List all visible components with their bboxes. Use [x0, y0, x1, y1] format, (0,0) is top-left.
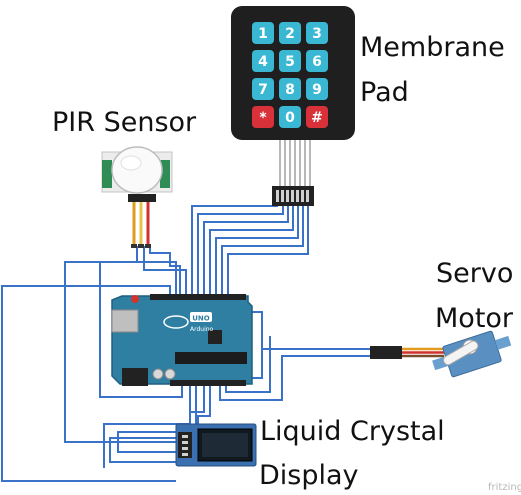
keypad-key-7: 7: [252, 78, 274, 100]
arduino-logo-icon: [163, 315, 189, 329]
arduino-capacitor-2: [164, 368, 176, 380]
pir-sensor-label: PIR Sensor: [52, 107, 197, 138]
pir-wire-1: [99, 246, 183, 398]
membrane-pad-label-line1: Membrane: [360, 32, 505, 63]
arduino-power-jack: [122, 368, 148, 386]
keypad-key-star: *: [252, 106, 274, 128]
keypad-wire-2: [197, 206, 284, 296]
keypad-key-label: 7: [258, 82, 268, 98]
keypad-key-label: 0: [285, 110, 295, 126]
keypad-key-label: 9: [312, 82, 322, 98]
keypad-wire-5: [215, 206, 299, 296]
pir-dome: [111, 146, 163, 194]
pir-wire-3: [149, 246, 181, 296]
lcd-display: [175, 423, 257, 467]
keypad-key-label: 3: [312, 26, 322, 42]
keypad-key-hash: #: [306, 106, 328, 128]
fritzing-watermark: fritzing: [488, 482, 521, 493]
lcd-header-pins: [182, 435, 188, 456]
servo-horn-arm: [442, 340, 479, 366]
servo-leads: [402, 347, 444, 358]
arduino-uno-badge: [190, 312, 212, 322]
keypad-key-4: 4: [252, 50, 274, 72]
arduino-analog-header: [170, 380, 246, 386]
keypad-ribbon: [279, 140, 311, 186]
servo-motor: [370, 330, 512, 378]
pir-mount-right: [160, 160, 170, 188]
servo-connector: [370, 346, 402, 359]
pir-mount-left: [102, 160, 112, 188]
arduino-uno-board: UNO Arduino: [111, 294, 253, 386]
servo-motor-label-line1: Servo: [436, 258, 514, 289]
arduino-usb-port: [111, 309, 139, 333]
pir-wire-2: [143, 246, 187, 296]
keypad-key-1: 1: [252, 22, 274, 44]
keypad-wire-1: [191, 205, 278, 296]
keypad-key-label: 8: [285, 82, 295, 98]
lcd-wire-outer-1: [64, 261, 177, 443]
arduino-digital-header: [150, 294, 246, 300]
membrane-pad-label-line2: Pad: [360, 77, 409, 108]
keypad-keys: 1 2 3 4 5 6 7 8 9 * 0 #: [252, 22, 328, 128]
keypad-key-0: 0: [279, 106, 301, 128]
keypad-wire-6: [221, 206, 304, 296]
lcd-label-line1: Liquid Crystal: [260, 416, 445, 447]
lcd-header: [178, 432, 192, 458]
arduino-chip: [175, 352, 247, 364]
keypad-key-6: 6: [306, 50, 328, 72]
membrane-keypad: 1 2 3 4 5 6 7 8 9 * 0 #: [231, 6, 355, 206]
keypad-key-label: 6: [312, 54, 322, 70]
pir-header: [128, 194, 156, 202]
pir-sensor: [101, 146, 173, 248]
keypad-key-label: #: [311, 110, 323, 126]
wires: [1, 205, 370, 482]
lcd-wire-4: [189, 386, 205, 424]
keypad-key-5: 5: [279, 50, 301, 72]
keypad-key-label: 5: [285, 54, 295, 70]
servo-wire-3: [219, 355, 370, 401]
keypad-wire-4: [209, 206, 294, 296]
keypad-key-label: 2: [285, 26, 295, 42]
keypad-wire-3: [203, 206, 289, 296]
lcd-wire-outer-2: [1, 285, 176, 482]
keypad-key-2: 2: [279, 22, 301, 44]
arduino-reset-button: [131, 295, 139, 303]
keypad-key-3: 3: [306, 22, 328, 44]
lcd-wire-5: [197, 386, 211, 424]
keypad-wire-7: [227, 206, 309, 296]
lcd-screen-glass: [202, 433, 248, 457]
arduino-icsp-chip: [208, 330, 222, 344]
lcd-wire-left-3: [109, 437, 200, 463]
pir-lead-pins: [131, 244, 151, 248]
servo-wire-4: [225, 336, 271, 393]
arduino-logo-text: UNO: [192, 315, 210, 323]
keypad-key-label: 1: [258, 26, 268, 42]
lcd-label-line2: Display: [259, 460, 359, 491]
pir-dome-highlight: [120, 155, 142, 171]
keypad-key-label: *: [259, 110, 267, 126]
keypad-key-8: 8: [279, 78, 301, 100]
keypad-connector-pins: [276, 190, 309, 202]
servo-mount-tab-right: [494, 335, 512, 350]
arduino-brand-text: Arduino: [190, 326, 214, 333]
keypad-key-9: 9: [306, 78, 328, 100]
servo-motor-label-line2: Motor: [435, 303, 514, 334]
lcd-wire-left-2: [117, 386, 197, 453]
lcd-wire-left-1: [103, 386, 191, 468]
pir-leads: [132, 202, 150, 246]
keypad-key-label: 4: [258, 54, 268, 70]
arduino-capacitor-1: [152, 368, 164, 380]
